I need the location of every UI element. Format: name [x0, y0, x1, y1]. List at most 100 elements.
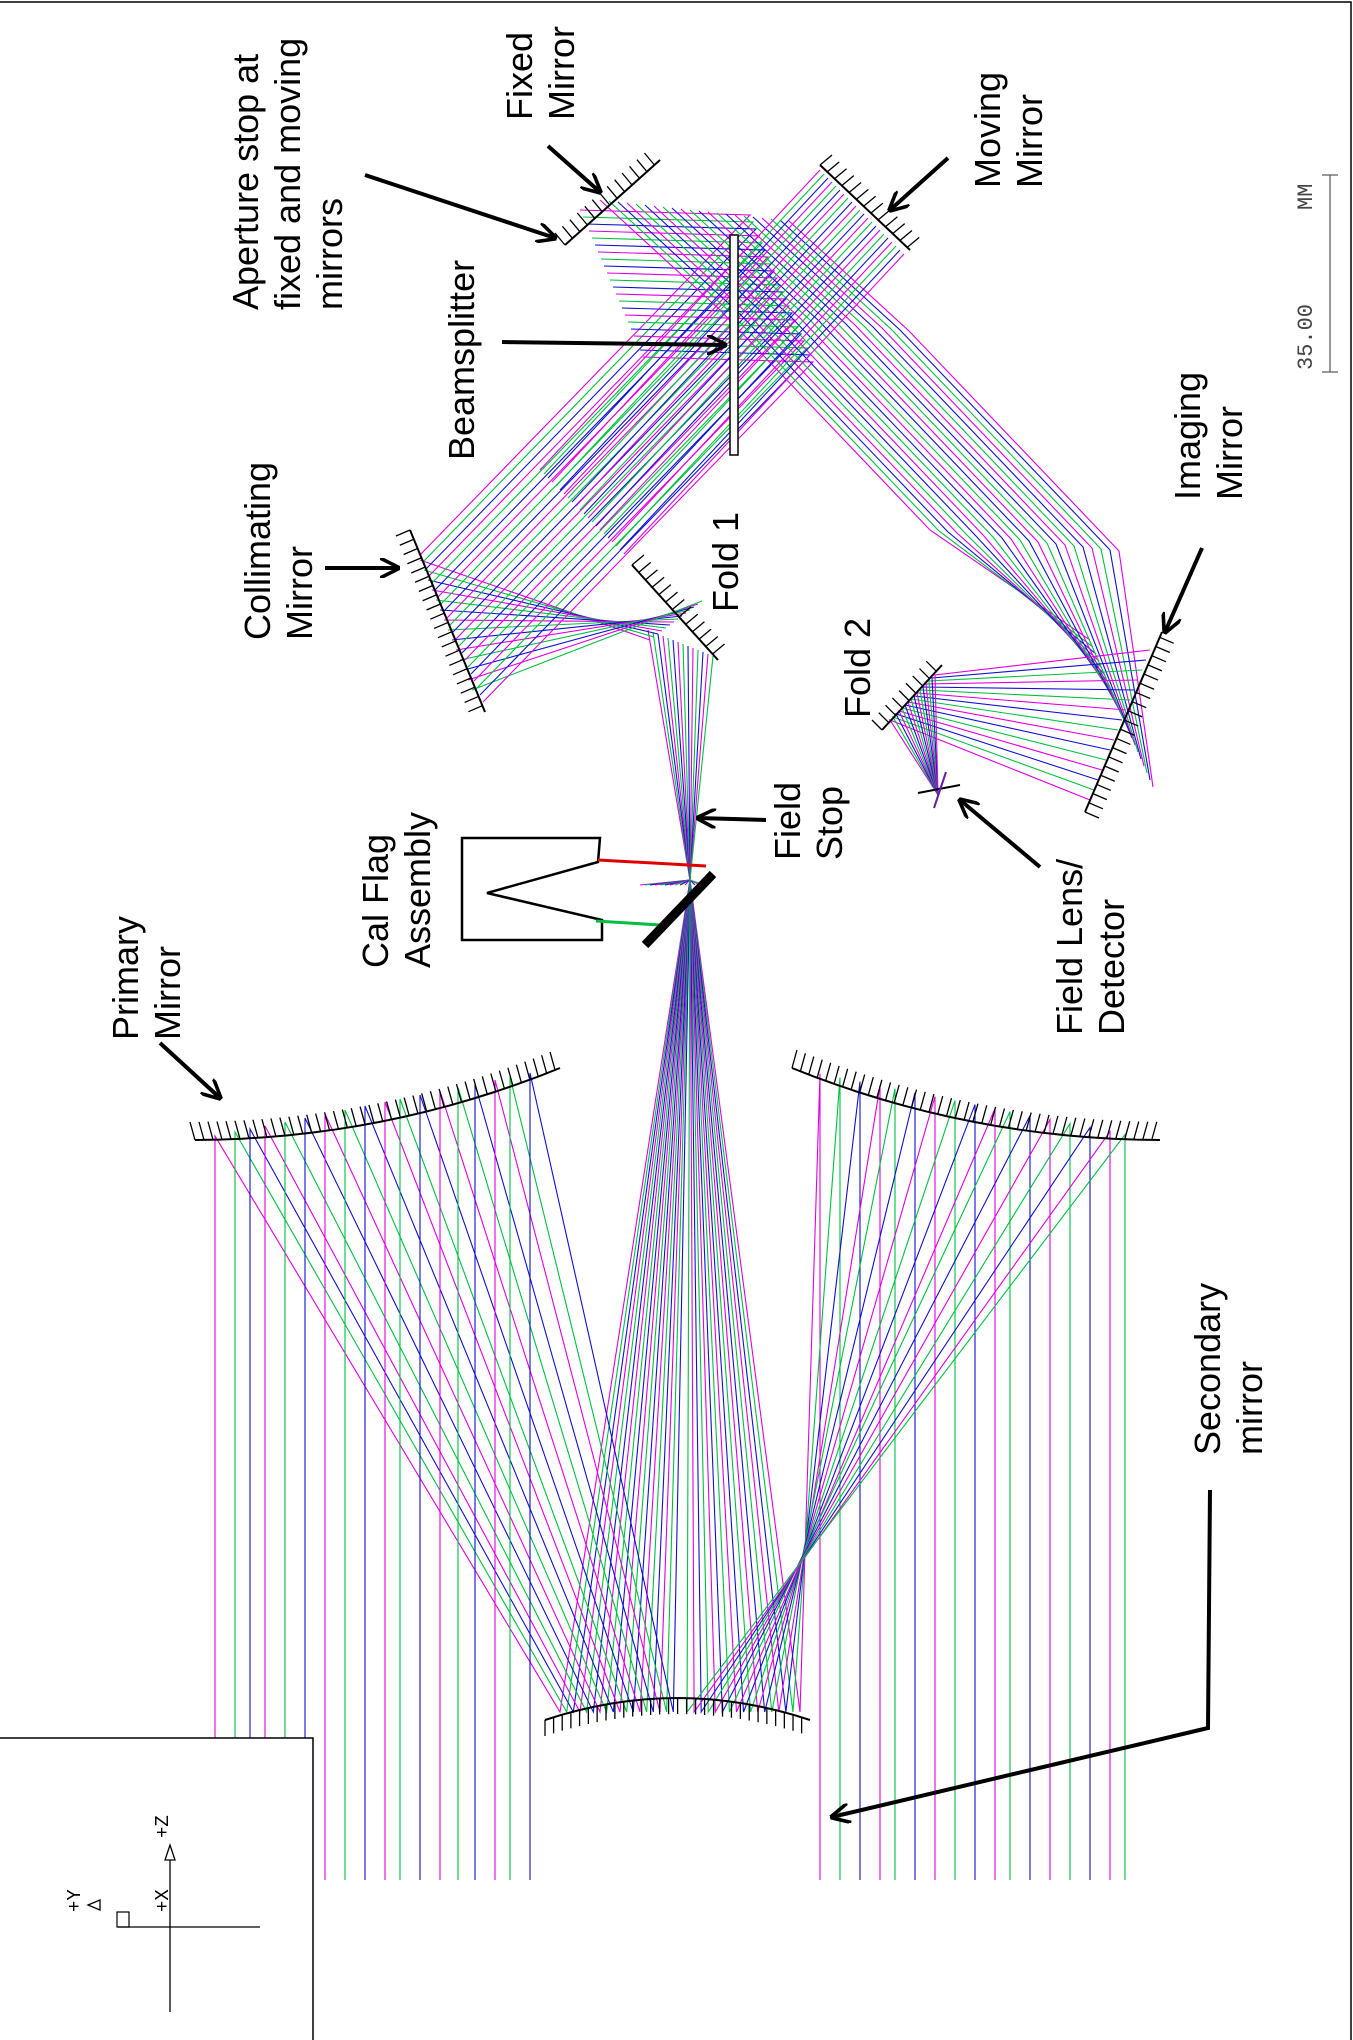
ray-telescope-left: [509, 879, 691, 1880]
ray-interferometer-arm: [446, 272, 779, 619]
moving-mirror: [819, 154, 920, 251]
field-stop-blade: [641, 870, 717, 949]
label-primary-mirror: Primary Mirror: [105, 906, 188, 1040]
ray-to-imaging-mirror: [716, 212, 1130, 732]
scale-unit: MM: [1294, 184, 1319, 210]
secondary-mirror-arrow: [832, 1489, 1212, 1817]
scale-bar: 35.00 MM: [1294, 174, 1338, 373]
ray-moving-arm: [555, 185, 837, 487]
ray-to-imaging-mirror: [617, 201, 1097, 655]
ray-interferometer-arm: [437, 251, 770, 598]
ray-moving-arm: [611, 241, 893, 543]
primary-mirror-arrow: [158, 1041, 220, 1098]
ray-interferometer-arm: [458, 300, 791, 647]
ray-to-imaging-mirror: [653, 205, 1109, 683]
ray-telescope-right: [686, 879, 1126, 1880]
moving-mirror-arrow: [890, 156, 950, 210]
ray-interferometer-arm: [422, 216, 755, 563]
label-field-lens-detector: Field Lens/ Detector: [1049, 849, 1132, 1035]
cal-flag-assembly: [460, 836, 604, 942]
ray-to-detector: [928, 669, 1143, 796]
ray-to-detector: [934, 649, 1151, 796]
ray-telescope-right: [689, 879, 1111, 1880]
ray-telescope-left: [304, 879, 691, 1880]
aperture-arrow: [364, 173, 555, 238]
ray-interferometer-arm: [443, 265, 776, 612]
ray-to-imaging-mirror: [725, 213, 1133, 739]
ray-telescope-right: [689, 879, 841, 1880]
ray-to-imaging-mirror: [752, 216, 1142, 760]
ray-telescope-right: [689, 879, 861, 1880]
ray-moving-arm: [587, 217, 869, 519]
mirror-group: [189, 152, 1174, 1736]
primary-mirror-left: [189, 1051, 561, 1141]
ray-interferometer-arm: [431, 237, 764, 584]
label-cal-flag-assembly: Cal Flag Assembly: [355, 812, 438, 968]
ray-telescope-left: [214, 879, 691, 1880]
axis-indicator-box: +Y +X +Z: [0, 1737, 314, 2040]
ray-telescope-left: [249, 879, 691, 1880]
ray-moving-arm: [551, 181, 833, 483]
ray-bundle: [214, 169, 1154, 1880]
ray-moving-arm: [623, 253, 905, 555]
ray-to-imaging-mirror: [698, 210, 1124, 718]
cal-flag-red-beam: [597, 858, 707, 868]
ray-interferometer-arm: [455, 293, 788, 640]
axis-label-z: +Z: [152, 1815, 174, 1838]
ray-telescope-left: [234, 879, 691, 1880]
ray-interferometer-arm: [470, 328, 803, 675]
axis-label-x: +X: [152, 1889, 174, 1912]
field-stop-arrow: [698, 818, 767, 820]
ray-telescope-left: [264, 879, 691, 1880]
ray-moving-arm: [543, 173, 825, 475]
ray-telescope-right: [689, 879, 896, 1880]
field-lens-arrow: [960, 800, 1042, 869]
secondary-mirror: [544, 1696, 811, 1736]
ray-to-imaging-mirror: [635, 203, 1103, 669]
beamsplitter-plate: [729, 234, 739, 456]
y-axis-arrow-icon: [86, 1899, 101, 1911]
ray-moving-arm: [607, 237, 889, 539]
ray-moving-arm: [575, 205, 857, 507]
ray-telescope-left: [474, 879, 691, 1880]
ray-moving-arm: [571, 201, 853, 503]
label-fold-1: Fold 1: [705, 512, 746, 612]
ray-telescope-left: [384, 879, 691, 1880]
collimating-mirror: [395, 529, 486, 713]
ray-moving-arm: [539, 169, 821, 471]
label-beamsplitter: Beamsplitter: [441, 260, 482, 460]
ray-telescope-right: [689, 879, 1031, 1880]
label-field-stop: Field Stop: [767, 772, 850, 860]
ray-telescope-left: [284, 879, 691, 1880]
imaging-mirror: [1084, 631, 1174, 819]
ray-telescope-left: [344, 879, 691, 1880]
beamsplitter-arrow: [501, 342, 725, 345]
ray-interferometer-arm: [482, 356, 815, 703]
ray-fold1-feed: [639, 629, 691, 886]
label-imaging-mirror: Imaging Mirror: [1167, 362, 1250, 500]
ray-to-imaging-mirror: [689, 209, 1121, 711]
ray-to-imaging-mirror: [680, 208, 1118, 704]
ray-interferometer-arm: [461, 307, 794, 654]
x-axis-marker-icon: [116, 1911, 130, 1928]
ray-telescope-right: [689, 879, 1091, 1880]
ray-telescope-right: [689, 879, 996, 1880]
scale-value: 35.00: [1294, 304, 1319, 370]
ray-moving-arm: [615, 245, 897, 547]
ray-moving-arm: [619, 249, 901, 551]
ray-telescope-right: [689, 879, 1071, 1880]
ray-telescope-right: [689, 879, 916, 1880]
fold-2-mirror: [871, 660, 943, 731]
ray-to-detector: [931, 659, 1147, 796]
ray-to-imaging-mirror: [626, 202, 1100, 662]
ray-to-imaging-mirror: [779, 219, 1151, 781]
ray-telescope-right: [689, 879, 881, 1880]
ray-moving-arm: [603, 233, 885, 535]
ray-moving-arm: [547, 177, 829, 479]
ray-to-imaging-mirror: [662, 206, 1112, 690]
label-fixed-mirror: Fixed Mirror: [499, 22, 582, 120]
ray-to-imaging-mirror: [743, 215, 1139, 753]
ray-telescope-left: [439, 879, 691, 1880]
ray-interferometer-arm: [473, 335, 806, 682]
